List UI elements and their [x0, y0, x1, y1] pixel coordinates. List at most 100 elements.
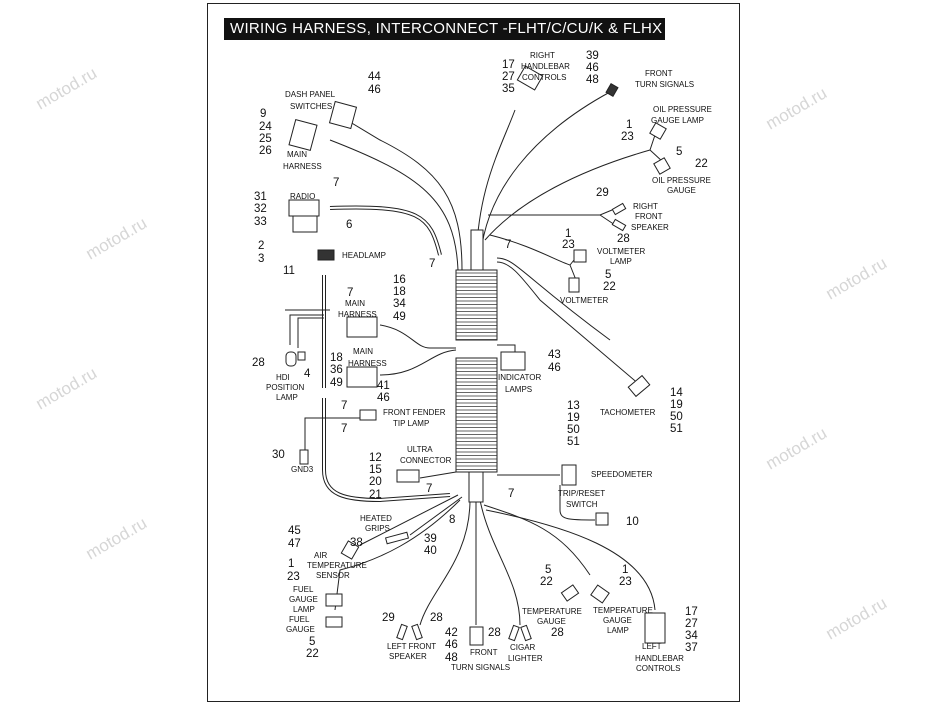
callout-number: 46: [445, 639, 458, 651]
speedometer-connector: [561, 464, 577, 486]
callout-number: 48: [445, 652, 458, 664]
component-label: GND3: [291, 465, 314, 474]
wire-left-loom-inner: [323, 275, 451, 502]
callout-number: 46: [377, 392, 390, 404]
left-speaker-28: [411, 623, 423, 641]
component-label: GAUGE: [603, 616, 632, 625]
diagram-frame: [207, 3, 740, 702]
callout-number: 7: [333, 177, 339, 189]
component-label: FRONT: [645, 69, 673, 78]
wire-oil-pressure: [484, 149, 651, 241]
wire-left-handlebar: [485, 509, 656, 611]
callout-number: 51: [670, 423, 683, 435]
component-label: HANDLEBAR: [635, 654, 684, 663]
voltmeter-lamp: [573, 249, 587, 263]
radio-bracket: [292, 215, 318, 233]
wire-hdi-lamp: [285, 309, 330, 348]
callout-number: 5: [676, 146, 682, 158]
wire-air-temp: [359, 494, 459, 546]
callout-number: 28: [252, 357, 265, 369]
callout-number: 39: [586, 50, 599, 62]
harness-wires: [285, 91, 664, 626]
callout-number: 46: [548, 362, 561, 374]
callout-number: 8: [449, 514, 455, 526]
watermark-text: motod.ru: [33, 363, 101, 413]
callout-number: 44: [368, 71, 381, 83]
component-label: OIL PRESSURE: [653, 105, 712, 114]
component-label: LIGHTER: [508, 654, 543, 663]
callout-number: 47: [288, 538, 301, 550]
watermark-text: motod.ru: [823, 253, 891, 303]
component-label: VOLTMETER: [560, 296, 609, 305]
gnd3-connector: [299, 449, 309, 465]
callout-number: 13: [567, 400, 580, 412]
callout-number: 20: [369, 476, 382, 488]
callout-number: 4: [304, 368, 311, 380]
right-handlebar-connector: [516, 65, 544, 91]
coil-wraps: [456, 272, 497, 470]
right-speaker-28: [611, 218, 627, 232]
main-harness-connector-top: [288, 118, 318, 152]
callout-number: 18: [393, 286, 406, 298]
callout-number: 22: [695, 158, 708, 170]
component-label: TEMPERATURE: [307, 561, 367, 570]
upper-harness-coil: [455, 269, 498, 341]
callout-number: 36: [330, 364, 343, 376]
component-label: RIGHT: [530, 51, 555, 60]
voltmeter: [568, 277, 580, 293]
component-label: LAMP: [610, 257, 632, 266]
callout-number: 38: [350, 537, 363, 549]
dash-panel-connector: [328, 100, 358, 130]
callout-number: 1: [626, 119, 632, 131]
callout-number: 22: [306, 648, 319, 660]
component-label: TURN SIGNALS: [635, 80, 694, 89]
wire-ultra: [419, 471, 457, 479]
left-handlebar-connector: [644, 612, 666, 644]
component-label: MAIN: [287, 150, 307, 159]
component-label: GAUGE: [667, 186, 696, 195]
component-label: INDICATOR: [498, 373, 541, 382]
component-label: FRONT: [470, 648, 498, 657]
callout-number: 1: [622, 564, 628, 576]
callout-number: 35: [502, 83, 515, 95]
callout-number: 39: [424, 533, 437, 545]
component-label: CIGAR: [510, 643, 536, 652]
right-speaker-29: [611, 202, 627, 216]
component-label: CONNECTOR: [400, 456, 452, 465]
wire-cigar: [479, 499, 521, 626]
callout-number: 7: [347, 287, 353, 299]
callout-number: 51: [567, 436, 580, 448]
callout-number: 5: [545, 564, 551, 576]
callout-number: 5: [605, 269, 611, 281]
component-label: VOLTMETER: [597, 247, 646, 256]
component-label: TEMPERATURE: [593, 606, 653, 615]
callout-number: 14: [670, 387, 683, 399]
callout-number: 24: [259, 121, 272, 133]
callout-number: 27: [502, 71, 515, 83]
component-label: HANDLEBAR: [521, 62, 570, 71]
watermark-text: motod.ru: [823, 593, 891, 643]
component-label: SPEAKER: [389, 652, 427, 661]
wire-radio: [329, 205, 442, 256]
component-label: CONTROLS: [522, 73, 566, 82]
oil-pressure-lamp: [649, 122, 667, 140]
left-speaker-29: [396, 623, 408, 641]
callout-number: 30: [272, 449, 285, 461]
wire-main-harness-top: [329, 139, 459, 271]
component-label: OIL PRESSURE: [652, 176, 711, 185]
component-label: CONTROLS: [636, 664, 680, 673]
callout-number: 22: [603, 281, 616, 293]
wire-oil-split: [649, 134, 664, 163]
callout-number: 19: [670, 399, 683, 411]
callout-number: 28: [430, 612, 443, 624]
callout-number: 48: [586, 74, 599, 86]
connectors: [285, 65, 671, 646]
component-label: LAMP: [276, 393, 298, 402]
wire-temp-gauge: [483, 504, 591, 576]
callout-number: 27: [685, 618, 698, 630]
front-fender-tip-connector: [359, 409, 377, 421]
callout-number: 31: [254, 191, 267, 203]
wire-radio-inner: [329, 206, 441, 256]
front-turn-signal-connector: [605, 82, 619, 98]
component-label: HEADLAMP: [342, 251, 386, 260]
